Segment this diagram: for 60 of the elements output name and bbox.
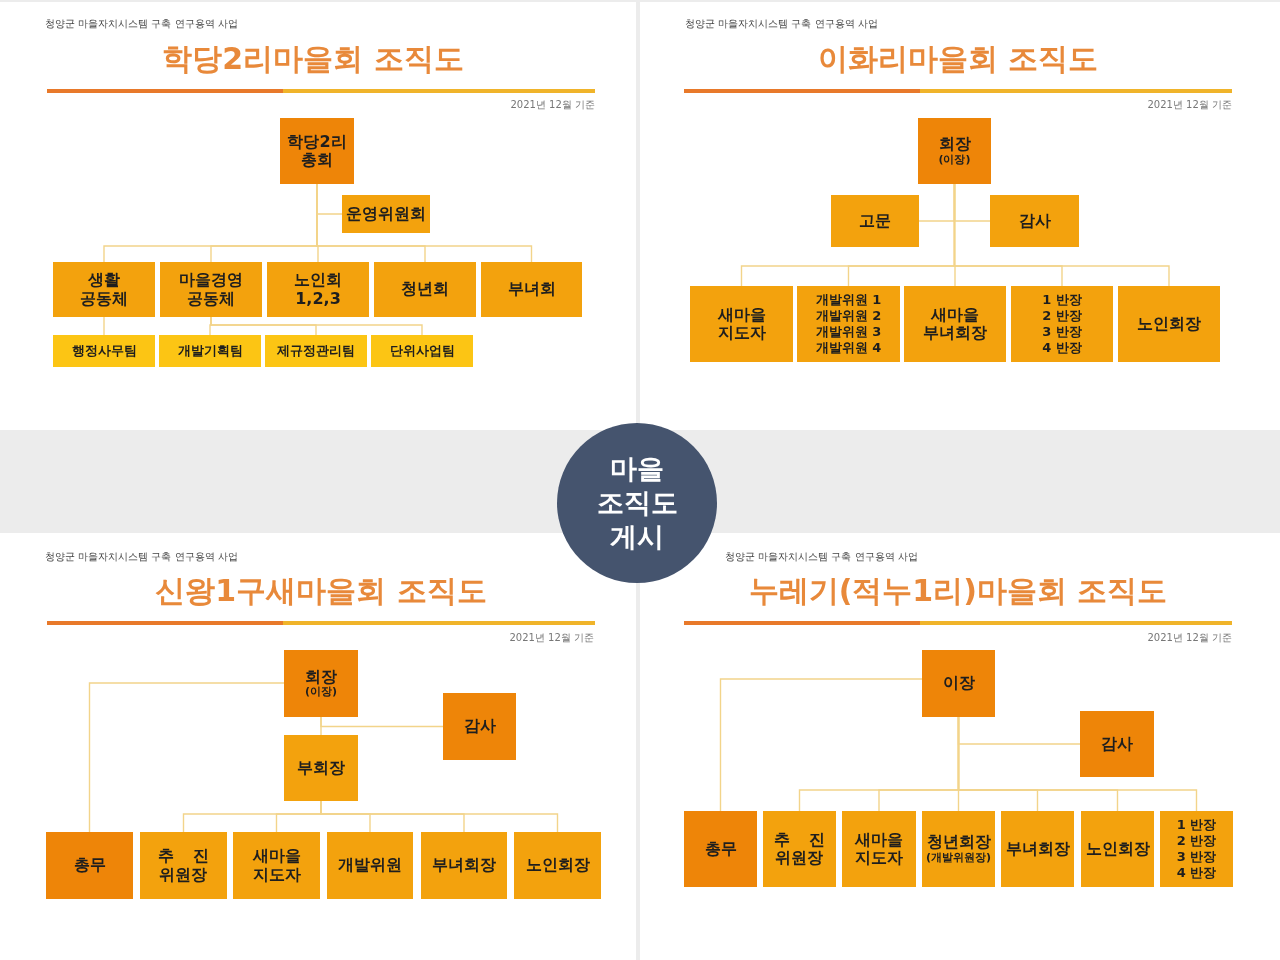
slide-title: 이화리마을회 조직도 — [817, 40, 1099, 78]
header-text: 청양군 마을자치시스템 구축 연구용역 사업 — [45, 550, 238, 564]
connector-line — [103, 316, 105, 336]
org-box: 개발기획팀 — [159, 335, 261, 367]
org-box: 노인회 1,2,3 — [267, 262, 369, 317]
org-box: 새마을 부녀회장 — [904, 286, 1006, 362]
header-text: 청양군 마을자치시스템 구축 연구용역 사업 — [45, 17, 238, 31]
org-box: 학당2리 총회 — [280, 118, 354, 184]
org-box: 감사 — [990, 195, 1079, 247]
org-box: 새마을 지도자 — [842, 811, 916, 887]
org-box: 회장 (이장) — [918, 118, 991, 184]
org-box: 단위사업팀 — [371, 335, 473, 367]
org-box: 개발위원 1 개발위원 2 개발위원 3 개발위원 4 — [797, 286, 900, 362]
org-box: 부녀회장 — [1001, 811, 1074, 887]
org-box: 이장 — [922, 650, 995, 717]
org-box: 추 진 위원장 — [140, 832, 227, 899]
org-box: 회장 (이장) — [284, 650, 358, 717]
org-box: 1 반장 2 반장 3 반장 4 반장 — [1011, 286, 1113, 362]
org-box: 고문 — [831, 195, 919, 247]
org-box: 제규정관리팀 — [265, 335, 367, 367]
slide-title: 학당2리마을회 조직도 — [162, 40, 464, 78]
org-box: 총무 — [46, 832, 133, 899]
slide-panel — [0, 2, 636, 430]
org-box: 새마을 지도자 — [233, 832, 320, 899]
header-text: 청양군 마을자치시스템 구축 연구용역 사업 — [685, 17, 878, 31]
org-box: 감사 — [1080, 711, 1154, 777]
connector-line — [953, 183, 1170, 287]
slide-title: 누레기(적누1리)마을회 조직도 — [748, 572, 1168, 610]
connector-line — [88, 682, 285, 833]
header-text: 청양군 마을자치시스템 구축 연구용역 사업 — [725, 550, 918, 564]
date-label: 2021년 12월 기준 — [510, 98, 595, 112]
org-box: 감사 — [443, 693, 516, 760]
connector-line — [316, 183, 533, 263]
org-box: 부녀회장 — [421, 832, 507, 899]
date-label: 2021년 12월 기준 — [509, 631, 594, 645]
org-box: 부회장 — [284, 735, 358, 801]
slide-title: 신왕1구새마을회 조직도 — [155, 572, 487, 610]
org-box: 부녀회 — [481, 262, 582, 317]
connector-line — [320, 800, 559, 833]
org-box: 생활 공동체 — [53, 262, 155, 317]
org-box: 노인회장 — [1118, 286, 1220, 362]
org-box: 마을경영 공동체 — [160, 262, 262, 317]
org-box: 노인회장 — [514, 832, 601, 899]
org-box: 총무 — [684, 811, 757, 887]
org-box: 개발위원 — [327, 832, 413, 899]
org-box: 행정사무팀 — [53, 335, 155, 367]
connector-line — [719, 678, 923, 812]
connector-line — [957, 716, 1198, 812]
org-box: 1 반장 2 반장 3 반장 4 반장 — [1160, 811, 1233, 887]
slide-panel — [640, 2, 1280, 430]
org-box: 운영위원회 — [342, 195, 430, 233]
org-box: 청년회 — [374, 262, 476, 317]
connector-line — [210, 316, 423, 336]
org-box: 추 진 위원장 — [763, 811, 836, 887]
date-label: 2021년 12월 기준 — [1147, 98, 1232, 112]
date-label: 2021년 12월 기준 — [1147, 631, 1232, 645]
connector-line — [320, 716, 322, 736]
org-box: 노인회장 — [1081, 811, 1154, 887]
org-box: 새마을 지도자 — [690, 286, 793, 362]
org-box: 청년회장 (개발위원장) — [922, 811, 995, 887]
